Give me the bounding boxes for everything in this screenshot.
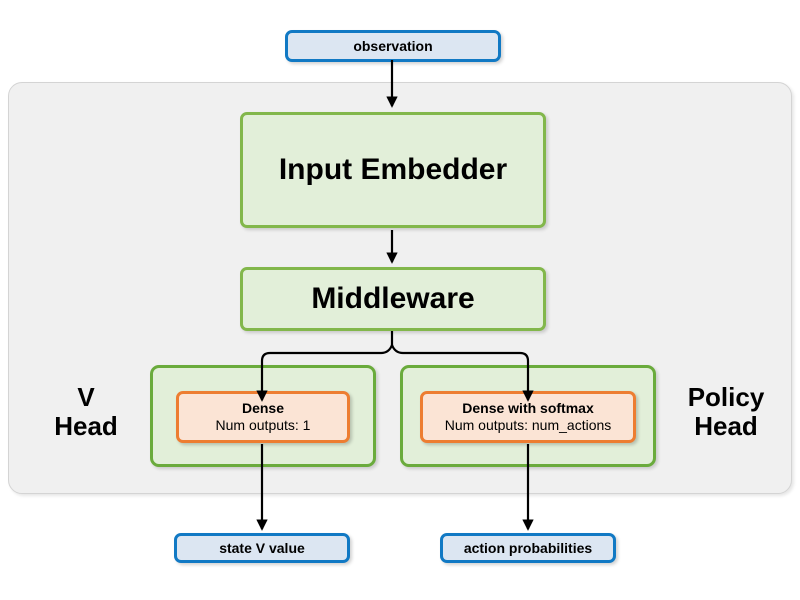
- label-policy-head-line2: Head: [694, 411, 758, 442]
- node-state-v-value-label: state V value: [219, 540, 305, 556]
- node-policy-head-dense-subtitle: Num outputs: num_actions: [444, 417, 612, 433]
- node-v-head-dense[interactable]: Dense Num outputs: 1: [176, 391, 350, 443]
- node-observation-label: observation: [353, 38, 433, 54]
- label-v-head-line2: Head: [54, 411, 118, 442]
- node-action-probabilities[interactable]: action probabilities: [440, 533, 616, 563]
- node-policy-head-dense-title: Dense with softmax: [462, 399, 594, 416]
- node-v-head-dense-title: Dense: [241, 399, 285, 416]
- node-observation[interactable]: observation: [285, 30, 501, 62]
- node-state-v-value[interactable]: state V value: [174, 533, 350, 563]
- node-policy-head-dense[interactable]: Dense with softmax Num outputs: num_acti…: [420, 391, 636, 443]
- label-v-head-line1: V: [77, 382, 95, 412]
- node-input-embedder[interactable]: Input Embedder: [240, 112, 546, 228]
- node-action-probabilities-label: action probabilities: [463, 540, 593, 556]
- node-middleware-label: Middleware: [311, 282, 475, 315]
- label-v-head: V Head: [36, 382, 136, 442]
- label-policy-head-line1: Policy: [687, 382, 765, 412]
- node-v-head-dense-subtitle: Num outputs: 1: [215, 417, 311, 433]
- node-input-embedder-label: Input Embedder: [278, 153, 508, 186]
- node-middleware[interactable]: Middleware: [240, 267, 546, 331]
- label-policy-head: Policy Head: [666, 382, 786, 442]
